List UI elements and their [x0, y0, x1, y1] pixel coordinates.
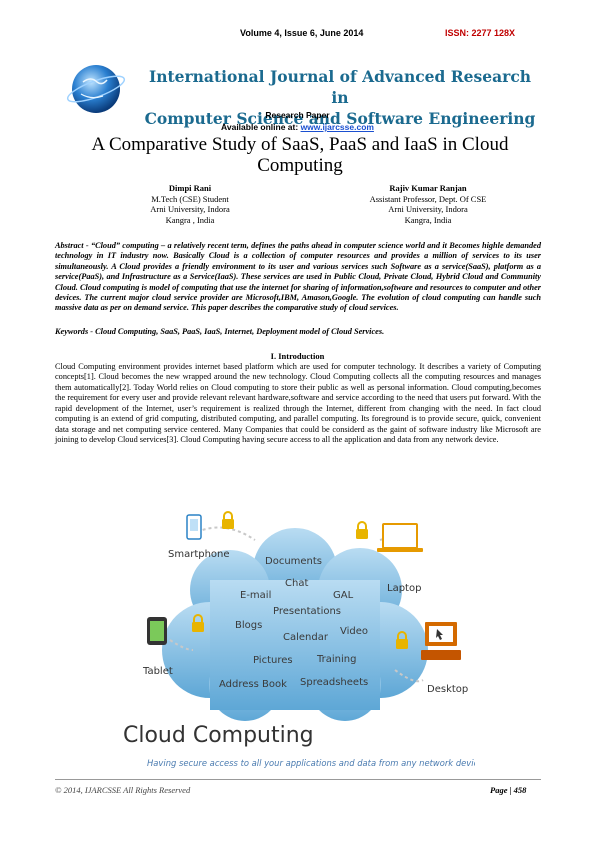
author-affiliation: Kangra , India [165, 214, 215, 225]
author-affiliation: Kangra, India [404, 214, 452, 225]
cloud-word: GAL [333, 590, 354, 601]
author-name: Dimpi Rani [168, 183, 212, 193]
laptop-icon [377, 523, 423, 552]
device-label: Smartphone [168, 549, 230, 560]
lock-icon [221, 511, 235, 530]
cloud-word: Pictures [253, 655, 293, 666]
author-block-1: Dimpi Rani M.Tech (CSE) Student Arni Uni… [80, 183, 300, 225]
footer-page-number: Page | 458 [490, 785, 527, 795]
author-affiliation: M.Tech (CSE) Student [151, 193, 229, 204]
footer-divider [55, 779, 541, 780]
cloud-word: Spreadsheets [300, 677, 368, 688]
figure-caption-title: Cloud Computing [123, 723, 314, 748]
device-label: Desktop [427, 684, 468, 695]
author-name: Rajiv Kumar Ranjan [389, 183, 467, 193]
keywords: Keywords - Cloud Computing, SaaS, PaaS, … [55, 327, 385, 336]
issue-info: Volume 4, Issue 6, June 2014 [240, 28, 364, 38]
lock-icon [355, 521, 369, 540]
tablet-icon [147, 617, 167, 645]
author-block-2: Rajiv Kumar Ranjan Assistant Professor, … [318, 183, 538, 225]
cloud-word: Calendar [283, 632, 329, 643]
author-affiliation: Arni University, Indora [388, 204, 468, 215]
footer-copyright: © 2014, IJARCSSE All Rights Reserved [55, 785, 191, 795]
introduction-text: Cloud Computing environment provides int… [55, 362, 541, 445]
cloud-word: Training [316, 654, 356, 665]
globe-logo [66, 65, 126, 113]
cloud-word: Chat [285, 578, 308, 589]
availability: Available online at: www.ijarcsse.com [0, 122, 595, 132]
cloud-shape [162, 528, 428, 721]
paper-type: Research Paper [265, 110, 330, 120]
smartphone-icon [186, 514, 202, 540]
section-heading: I. Introduction [270, 351, 325, 361]
author-affiliation: Arni University, Indora [150, 204, 230, 215]
abstract: Abstract - “Cloud” computing – a relativ… [55, 241, 541, 313]
issn: ISSN: 2277 128X [445, 28, 516, 38]
desktop-icon [421, 622, 461, 660]
journal-title: International Journal of Advanced Resear… [140, 66, 540, 129]
cloud-word: E-mail [240, 590, 271, 601]
author-affiliation: Assistant Professor, Dept. Of CSE [369, 193, 487, 204]
cloud-computing-figure: Documents Chat E-mail GAL Presentations … [115, 510, 483, 775]
cloud-word: Presentations [273, 606, 341, 617]
device-label: Laptop [387, 583, 421, 594]
figure-caption-subtitle: Having secure access to all your applica… [147, 758, 475, 768]
available-prefix: Available online at: [221, 122, 301, 132]
cloud-word: Documents [265, 556, 322, 567]
cloud-word: Address Book [219, 679, 287, 690]
journal-url-link[interactable]: www.ijarcsse.com [300, 122, 374, 132]
paper-title: A Comparative Study of SaaS, PaaS and Ia… [91, 134, 509, 176]
cloud-word: Blogs [235, 620, 262, 631]
journal-title-line2: Computer Science and Software Engineerin… [144, 109, 536, 128]
device-label: Tablet [142, 666, 173, 677]
cloud-word: Video [340, 626, 368, 637]
journal-title-line1: International Journal of Advanced Resear… [148, 67, 532, 107]
